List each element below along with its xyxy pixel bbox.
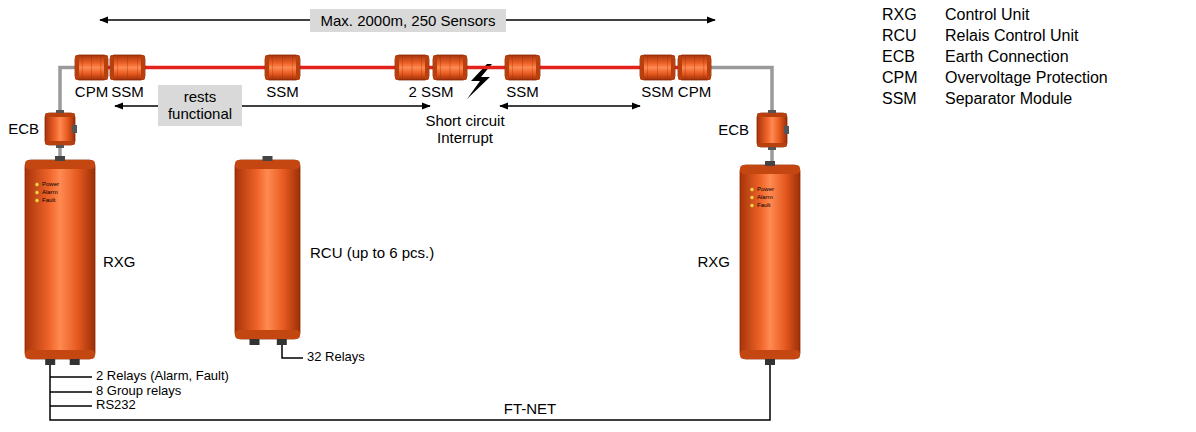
sensor-cable [429,66,433,70]
ssm-module: SSM [110,55,145,80]
node-outline [640,55,675,80]
network-line [50,365,770,420]
module-cylinder [678,55,711,80]
unit-housing [740,161,800,365]
node-outline [110,55,145,80]
relay-label: RS232 [96,398,136,413]
module-cylinder [110,55,145,80]
led-label: Fault [757,202,770,209]
ssm-module: SSM [265,55,300,80]
feed-cable [711,68,772,111]
abbreviation-meaning: Earth Connection [945,48,1069,66]
dimension-label: Max. 2000m, 250 Sensors [310,9,505,32]
node-label: SSM [641,83,674,100]
led-label: Fault [42,197,55,204]
module-cylinder [265,55,300,80]
unit-housing [235,156,300,345]
node-outline [45,110,75,148]
control-unit: RXGPowerAlarmFault [25,160,95,365]
node-outline [25,160,95,365]
module-cylinder [640,55,675,80]
abbreviation-meaning: Control Unit [945,6,1029,24]
ecb-cylinder [45,110,77,148]
ssm-module: SSM [640,55,675,80]
relay-label: 2 Relays (Alarm, Fault) [96,369,229,384]
feed-cable [60,68,75,111]
node-label: CPM [75,83,108,100]
ssm-pair: 2 SSM [395,55,467,80]
module-cylinder [433,55,467,80]
abbreviation: SSM [882,90,917,108]
ecb-module: ECB [757,110,787,150]
node-label: SSM [111,83,144,100]
node-label: RXG [697,253,730,270]
node-label: RCU (up to 6 pcs.) [310,244,434,261]
node-label: 2 SSM [408,83,453,100]
node-outline [75,55,108,80]
led-label: Power [42,181,59,188]
node-outline [757,110,787,150]
relay-wire [50,376,92,378]
relay-wire [282,345,303,358]
abbreviation-meaning: Relais Control Unit [945,27,1078,45]
led-label: Alarm [757,194,773,201]
abbreviation-meaning: Separator Module [945,90,1072,108]
led-label: Alarm [42,189,58,196]
note-label: rests functional [158,85,242,126]
node-label: RXG [103,253,136,270]
relay-wire [50,391,92,393]
unit-housing [25,156,95,365]
sensor-cable [675,66,678,70]
node-label: SSM [506,83,539,100]
ssm-module: SSM [505,55,540,80]
relay-wire [50,405,92,407]
control-unit: RXGPowerAlarmFault [740,165,800,365]
module-cylinder [505,55,540,80]
node-outline [678,55,711,80]
relay-label: 32 Relays [307,350,365,365]
abbreviation: CPM [882,69,918,87]
sensor-cable [540,66,640,70]
cpm-module: CPM [678,55,711,80]
note-label: Short circuit Interrupt [417,112,513,147]
sensor-cable [300,66,395,70]
module-cylinder [395,55,429,80]
node-outline [265,55,300,80]
module-cylinder [75,55,108,80]
node-label: SSM [266,83,299,100]
sensor-cable [145,66,265,70]
node-label: ECB [718,121,749,138]
node-label: CPM [678,83,711,100]
range-arrow [500,105,640,107]
connector-label: FT-NET [502,400,559,417]
node-outline [395,55,467,80]
relay-label: 8 Group relays [96,384,181,399]
node-outline [505,55,540,80]
abbreviation: RCU [882,27,917,45]
ecb-module: ECB [45,110,75,148]
sensor-cable [467,66,505,70]
abbreviation-meaning: Overvoltage Protection [945,69,1108,87]
abbreviation: ECB [882,48,915,66]
node-label: ECB [8,120,39,137]
relay-unit: RCU (up to 6 pcs.) [235,160,300,345]
abbreviation: RXG [882,6,917,24]
cpm-module: CPM [75,55,108,80]
ecb-cylinder [757,110,789,150]
node-outline [235,160,300,345]
led-label: Power [757,186,774,193]
